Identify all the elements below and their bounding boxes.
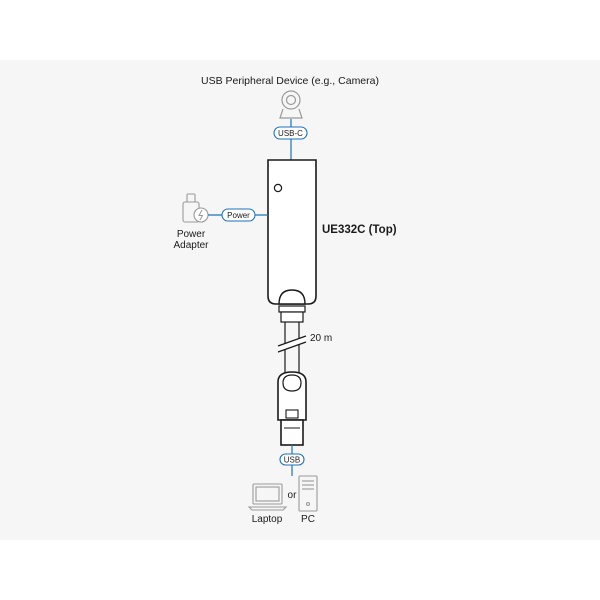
laptop-icon xyxy=(247,483,288,511)
adapter-label-line1: Power xyxy=(177,229,206,240)
led-indicator xyxy=(273,183,283,193)
usbc-badge: USB-C xyxy=(273,126,308,140)
pc-tower-icon xyxy=(298,475,318,512)
ue332c-device xyxy=(267,159,317,305)
usb-label: USB xyxy=(284,456,300,465)
peripheral-label: USB Peripheral Device (e.g., Camera) xyxy=(201,75,379,87)
usb-badge: USB xyxy=(279,453,305,466)
pc-label: PC xyxy=(301,514,315,525)
cable xyxy=(277,305,307,376)
power-badge: Power xyxy=(221,208,256,222)
cable-length-label: 20 m xyxy=(310,333,332,344)
usbc-label: USB-C xyxy=(278,129,303,138)
laptop-label: Laptop xyxy=(252,514,283,525)
device-label: UE332C (Top) xyxy=(322,224,397,236)
or-label: or xyxy=(288,490,298,501)
power-label: Power xyxy=(227,211,250,220)
usb-a-connector xyxy=(277,371,307,446)
power-adapter-icon xyxy=(182,193,209,223)
adapter-label-line2: Adapter xyxy=(173,240,209,251)
camera-icon xyxy=(279,90,303,119)
